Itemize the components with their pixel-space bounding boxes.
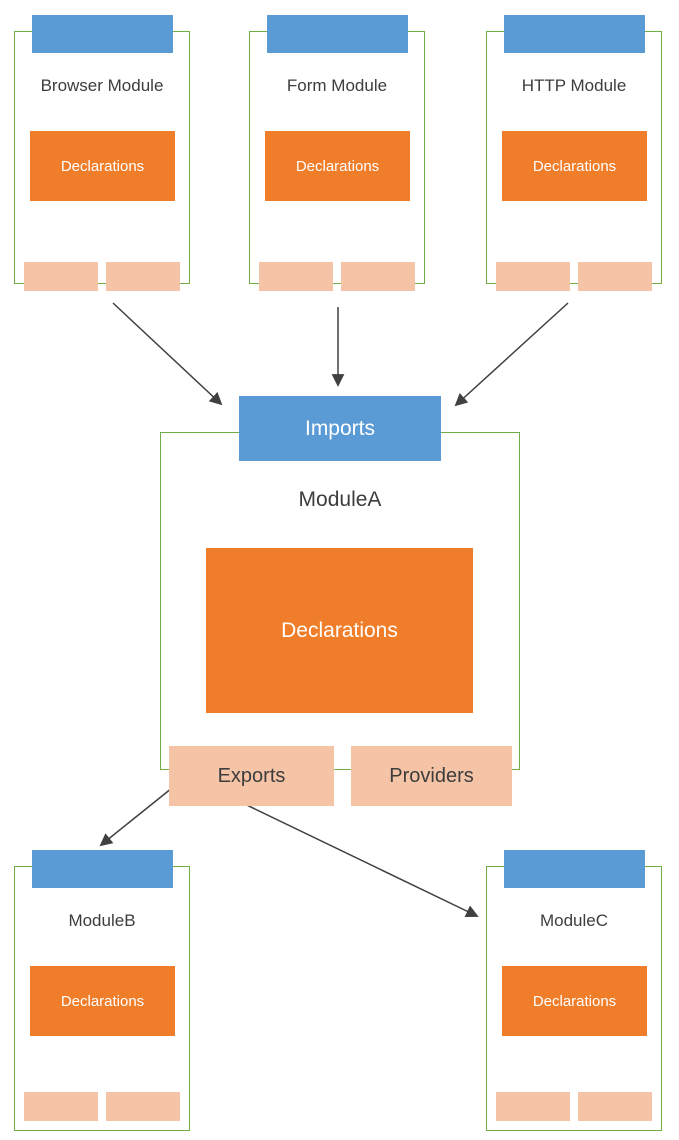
declarations-box: Declarations <box>206 548 473 713</box>
module-a: Imports ModuleA Declarations Exports Pro… <box>160 396 520 806</box>
module-b: ModuleB Declarations <box>14 850 190 1131</box>
declarations-box: Declarations <box>30 966 175 1036</box>
imports-bar <box>504 850 645 888</box>
module-title: ModuleB <box>68 911 136 930</box>
arrow-exports-to-moduleB <box>99 787 173 847</box>
module-title: Form Module <box>286 76 388 95</box>
exports-slot <box>259 262 333 291</box>
exports-slot <box>24 262 98 291</box>
arrow-http-to-imports <box>454 302 569 407</box>
module-title: ModuleA <box>298 488 382 511</box>
arrow-browser-to-imports <box>112 302 223 406</box>
exports-slot <box>24 1092 98 1121</box>
arrow-exports-to-moduleC <box>227 795 479 918</box>
module-http: HTTP Module Declarations <box>486 15 662 291</box>
module-title: Browser Module <box>40 76 164 95</box>
providers-slot <box>106 262 180 291</box>
providers-slot <box>106 1092 180 1121</box>
module-title: ModuleC <box>539 911 609 930</box>
module-c: ModuleC Declarations <box>486 850 662 1131</box>
exports-box: Exports <box>169 746 334 806</box>
declarations-box: Declarations <box>30 131 175 201</box>
imports-bar <box>32 850 173 888</box>
module-browser: Browser Module Declarations <box>14 15 190 291</box>
exports-slot <box>496 262 570 291</box>
declarations-box: Declarations <box>502 131 647 201</box>
providers-box: Providers <box>351 746 512 806</box>
imports-bar <box>504 15 645 53</box>
imports-bar <box>267 15 408 53</box>
providers-slot <box>578 262 652 291</box>
module-form: Form Module Declarations <box>249 15 425 291</box>
declarations-box: Declarations <box>265 131 410 201</box>
imports-box: Imports <box>239 396 441 461</box>
exports-slot <box>496 1092 570 1121</box>
providers-slot <box>341 262 415 291</box>
module-title: HTTP Module <box>521 76 627 95</box>
imports-bar <box>32 15 173 53</box>
declarations-box: Declarations <box>502 966 647 1036</box>
providers-slot <box>578 1092 652 1121</box>
